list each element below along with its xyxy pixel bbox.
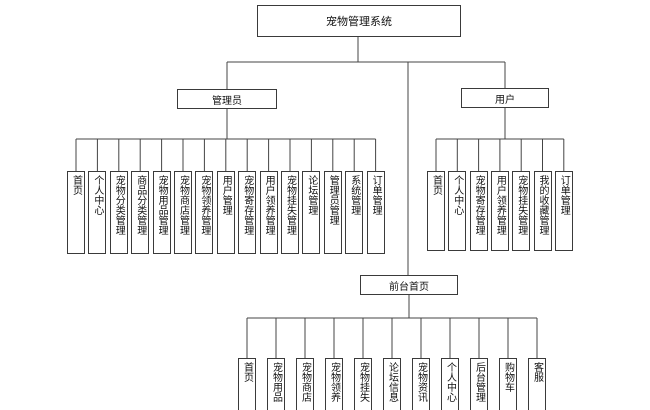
front-item-node: 后台管理 [470, 358, 488, 410]
admin-item-node: 管理员管理 [323, 171, 342, 254]
admin-item-node: 宠物领养管理 [195, 171, 214, 254]
admin-item-label: 系统管理 [348, 175, 360, 215]
user-item-node: 个人中心 [448, 171, 467, 251]
user-item-label: 宠物挂失管理 [515, 175, 527, 235]
front-node: 前台首页 [360, 275, 458, 295]
admin-item-node: 宠物挂失管理 [281, 171, 299, 254]
admin-item-node: 宠物分类管理 [109, 171, 128, 254]
user-node: 用户 [461, 88, 549, 108]
front-item-node: 首页 [238, 358, 256, 410]
admin-item-node: 宠物商店管理 [174, 171, 192, 254]
front-item-label: 宠物领养 [328, 362, 340, 402]
user-item-node: 我的收藏管理 [533, 171, 552, 251]
admin-item-node: 首页 [67, 171, 85, 254]
root-node: 宠物管理系统 [257, 5, 461, 37]
front-item-label: 论坛信息 [386, 362, 398, 402]
user-item-label: 我的收藏管理 [537, 175, 548, 235]
admin-node: 管理员 [177, 89, 277, 109]
front-item-label: 宠物用品 [270, 362, 282, 402]
front-item-label: 客服 [531, 362, 543, 382]
user-item-label: 首页 [430, 175, 442, 195]
front-item-label: 购物车 [502, 362, 514, 392]
user-item-node: 用户领养管理 [490, 171, 509, 251]
admin-item-label: 用户管理 [220, 175, 232, 215]
front-item-label: 宠物挂失 [357, 362, 369, 402]
user-item-label: 个人中心 [451, 175, 463, 215]
admin-item-node: 宠物用品管理 [152, 171, 171, 254]
admin-item-node: 用户管理 [216, 171, 235, 254]
admin-item-node: 论坛管理 [302, 171, 321, 254]
front-item-node: 宠物资讯 [412, 358, 430, 410]
admin-item-label: 论坛管理 [305, 175, 317, 215]
admin-item-label: 宠物领养管理 [198, 175, 210, 235]
user-item-label: 订单管理 [558, 175, 570, 215]
admin-item-label: 首页 [70, 175, 82, 195]
user-item-label: 宠物寄存管理 [473, 175, 485, 235]
admin-item-label: 用户领养管理 [263, 175, 275, 235]
user-item-node: 宠物挂失管理 [512, 171, 531, 251]
front-item-node: 宠物用品 [267, 358, 285, 410]
front-item-node: 个人中心 [441, 358, 459, 410]
admin-item-node: 宠物寄存管理 [238, 171, 257, 254]
admin-item-node: 用户领养管理 [259, 171, 278, 254]
admin-item-label: 宠物商店管理 [177, 175, 189, 235]
user-item-node: 订单管理 [554, 171, 573, 251]
admin-item-label: 订单管理 [370, 175, 382, 215]
admin-item-label: 商品分类管理 [134, 175, 146, 235]
front-item-node: 宠物商店 [296, 358, 314, 410]
front-item-label: 个人中心 [444, 362, 456, 402]
front-item-node: 客服 [528, 358, 546, 410]
front-item-label: 首页 [241, 362, 253, 382]
front-item-node: 宠物挂失 [354, 358, 372, 410]
front-item-label: 后台管理 [473, 362, 485, 402]
front-item-label: 宠物资讯 [415, 362, 427, 402]
admin-item-label: 管理员管理 [327, 175, 339, 225]
admin-item-label: 个人中心 [91, 175, 103, 215]
user-item-node: 首页 [427, 171, 445, 251]
admin-item-label: 宠物用品管理 [156, 175, 168, 235]
admin-item-node: 商品分类管理 [131, 171, 150, 254]
admin-item-node: 系统管理 [345, 171, 364, 254]
admin-item-label: 宠物挂失管理 [284, 175, 296, 235]
front-item-label: 宠物商店 [299, 362, 311, 402]
user-item-node: 宠物寄存管理 [469, 171, 488, 251]
admin-item-label: 宠物分类管理 [113, 175, 125, 235]
admin-item-node: 订单管理 [366, 171, 385, 254]
admin-item-label: 宠物寄存管理 [241, 175, 253, 235]
front-item-node: 宠物领养 [325, 358, 343, 410]
admin-item-node: 个人中心 [88, 171, 107, 254]
front-item-node: 论坛信息 [383, 358, 401, 410]
front-item-node: 购物车 [499, 358, 517, 410]
user-item-label: 用户领养管理 [494, 175, 506, 235]
